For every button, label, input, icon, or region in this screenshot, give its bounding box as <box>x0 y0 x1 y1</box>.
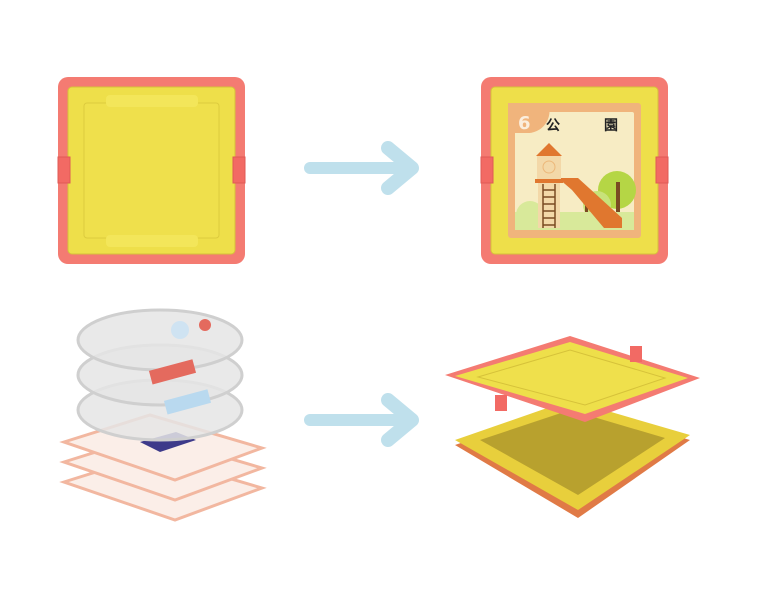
card-number: 6 <box>518 113 531 134</box>
frame-with-card: 6 公 園 <box>480 77 669 264</box>
card-char-left: 公 <box>546 118 560 134</box>
empty-frame <box>57 77 246 264</box>
exploded-frame <box>445 336 700 518</box>
picture-card: 6 公 園 <box>508 103 641 238</box>
arrow-right-icon <box>304 393 419 447</box>
card-char-right: 園 <box>604 118 618 134</box>
stacked-card-layers <box>59 308 267 522</box>
arrow-right-icon <box>304 141 419 195</box>
